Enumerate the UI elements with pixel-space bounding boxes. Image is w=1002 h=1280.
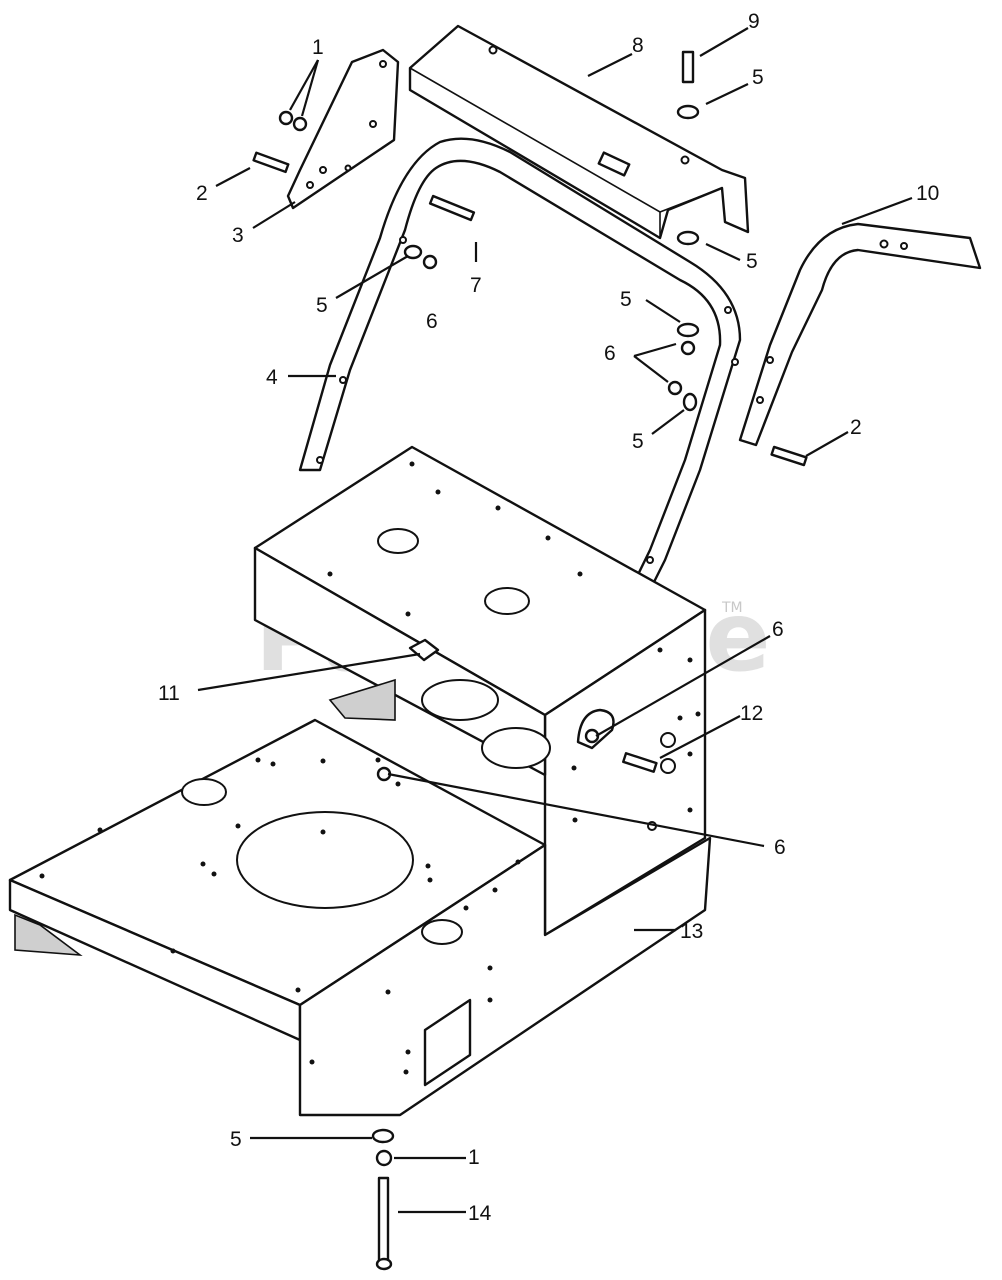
- callout-14: 14: [468, 1202, 492, 1225]
- part-11-block: [408, 638, 440, 662]
- callout-5-top-right: 5: [752, 66, 764, 89]
- callout-8: 8: [632, 34, 644, 57]
- callout-5-right-mid: 5: [620, 288, 632, 311]
- callout-3: 3: [232, 224, 244, 247]
- part-13-main-frame: [8, 445, 712, 1117]
- callout-1-bottom: 1: [468, 1146, 480, 1169]
- callout-6-mid-left: 6: [426, 310, 438, 333]
- callout-2-right: 2: [850, 416, 862, 439]
- part-1-nuts-top: [278, 110, 308, 132]
- callout-6-bottom-right: 6: [774, 836, 786, 859]
- part-1-nut-bottom: [375, 1149, 393, 1167]
- watermark-tm: TM: [721, 600, 743, 616]
- callout-7: 7: [470, 274, 482, 297]
- callout-10: 10: [916, 182, 939, 205]
- callout-5-bottom: 5: [230, 1128, 242, 1151]
- callout-6-lower-right: 6: [772, 618, 784, 641]
- part-3-bracket-plate: [286, 48, 400, 210]
- callout-13: 13: [680, 920, 703, 943]
- frame-small-holes: [39, 461, 701, 1075]
- callout-1-top: 1: [312, 36, 324, 59]
- callout-5-right-lower: 5: [632, 430, 644, 453]
- callout-6-right: 6: [604, 342, 616, 365]
- callout-5-right-upper: 5: [746, 250, 758, 273]
- part-9-bolt: [676, 50, 700, 246]
- part-5-washer-bottom: [371, 1128, 395, 1144]
- part-2-bolt-right: [770, 445, 808, 467]
- part-14-bolt: [375, 1176, 393, 1271]
- part-12-bolt: [622, 752, 658, 773]
- callout-5-mid-left: 5: [316, 294, 328, 317]
- part-10-curved-handle: [738, 222, 982, 447]
- part-2-bolt-left: [252, 151, 290, 174]
- callout-11: 11: [158, 682, 180, 705]
- callout-leaders: [197, 27, 913, 1214]
- callout-9: 9: [748, 10, 760, 33]
- callout-2-left: 2: [196, 182, 208, 205]
- callout-4: 4: [266, 366, 278, 389]
- callout-12: 12: [740, 702, 763, 725]
- handle-washers-nuts: [403, 244, 700, 412]
- part-7-bolt: [428, 194, 476, 222]
